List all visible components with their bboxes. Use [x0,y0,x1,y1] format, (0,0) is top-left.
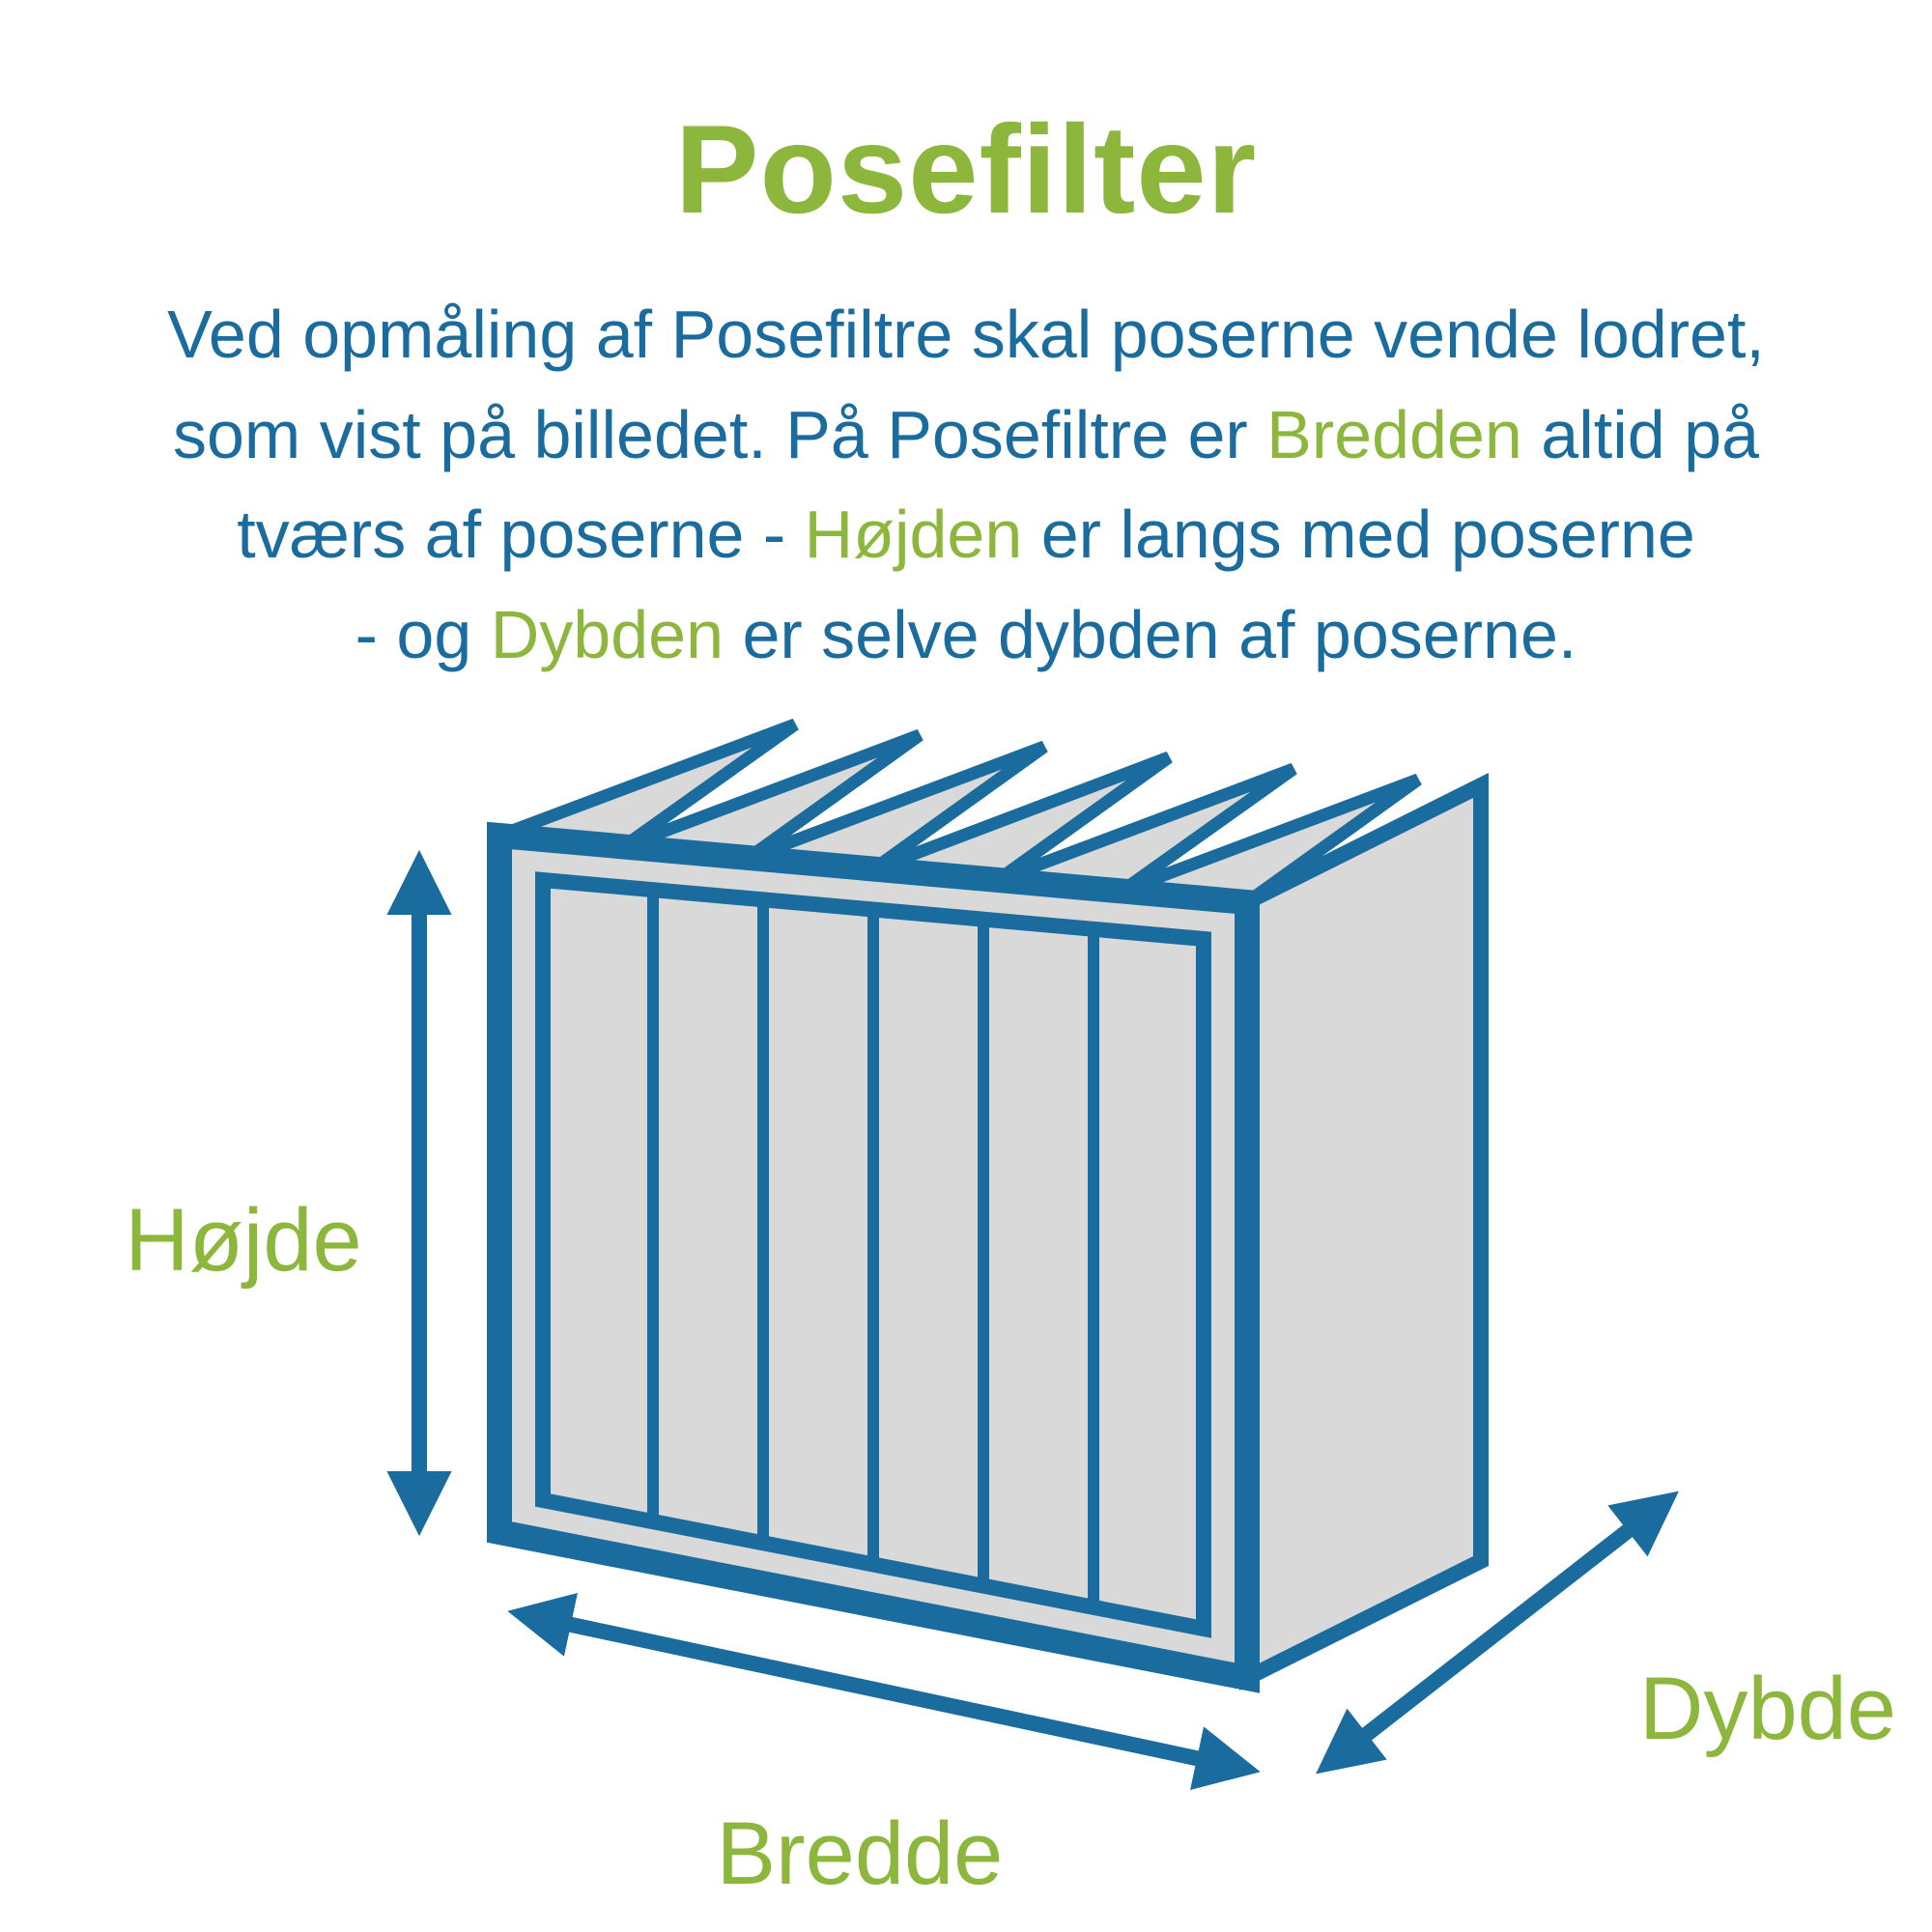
description-segment: som vist på billedet. På Posefiltre er [173,396,1267,472]
description-segment: altid på [1521,396,1759,472]
width-arrow [507,1592,1261,1791]
description-line: Ved opmåling af Posefiltre skal poserne … [0,285,1932,385]
description-segment: tværs af poserne - [237,497,805,573]
description-segment: Højden [804,497,1023,573]
description-segment: er selve dybden af poserne. [724,596,1577,672]
height-label: Højde [125,1191,361,1290]
description-segment: Bredden [1266,396,1522,472]
description-line: tværs af poserne - Højden er langs med p… [0,485,1932,585]
filter-side-panel [1239,773,1489,1690]
description-segment: Ved opmåling af Posefiltre skal poserne … [167,297,1765,372]
description-segment: Dybden [490,596,724,672]
description-line: som vist på billedet. På Posefiltre er B… [0,385,1932,486]
depth-label: Dybde [1639,1660,1896,1758]
description: Ved opmåling af Posefiltre skal poserne … [0,285,1932,685]
depth-arrow [1316,1491,1679,1775]
width-label: Bredde [717,1804,1004,1903]
description-segment: er langs med poserne [1022,497,1695,573]
description-segment: - og [355,596,491,672]
page-title: Posefilter [674,99,1258,240]
pocket-dividers [647,890,1099,1607]
description-line: - og Dybden er selve dybden af poserne. [0,585,1932,686]
